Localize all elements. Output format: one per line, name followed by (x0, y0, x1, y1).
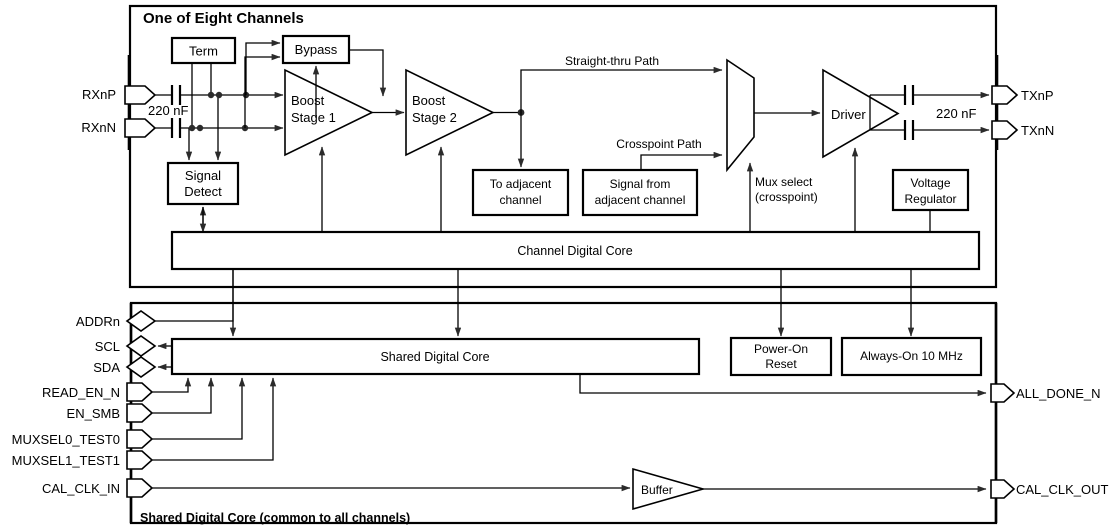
junction-dot (207, 91, 215, 99)
pin-txnn[interactable] (991, 120, 1019, 140)
pin-cal-clk-out-label: CAL_CLK_OUT (1016, 482, 1109, 497)
wire-read-en-n-to-core (152, 377, 192, 393)
block-shared-digital-core[interactable] (170, 337, 701, 376)
block-signal-detect-label2: Detect (184, 184, 222, 199)
block-voltage-regulator[interactable] (891, 168, 970, 212)
pin-read-en-n[interactable] (126, 382, 154, 402)
pin-scl[interactable] (125, 335, 157, 357)
diagram-title: One of Eight Channels (143, 10, 304, 27)
block-always-on-10mhz[interactable] (840, 336, 983, 377)
pin-muxsel0-test0[interactable] (126, 429, 154, 449)
wire-crosspoint-path (640, 151, 723, 170)
pin-rxnp-label: RXnP (82, 87, 116, 102)
pin-all-done-n-label: ALL_DONE_N (1016, 386, 1101, 401)
pin-scl-label: SCL (95, 339, 120, 354)
block-buffer-label: Buffer (641, 483, 673, 497)
pin-muxsel1-test1[interactable] (126, 450, 154, 470)
block-shared-digital-core-label: Shared Digital Core (380, 350, 489, 364)
cap-in-label: 220 nF (148, 103, 189, 118)
cap-out-label: 220 nF (936, 106, 977, 121)
pin-addrn[interactable] (125, 310, 157, 332)
block-bypass[interactable] (281, 34, 351, 65)
block-signal-detect[interactable] (166, 161, 240, 206)
junction-dot (188, 124, 196, 132)
pin-muxsel0-test0-label: MUXSEL0_TEST0 (12, 432, 120, 447)
pin-rxnn-label: RXnN (81, 120, 116, 135)
pin-addrn-label: ADDRn (76, 314, 120, 329)
wire-bypass-in-top (245, 39, 281, 95)
label-mux-select-2: (crosspoint) (755, 190, 818, 204)
pin-read-en-n-label: READ_EN_N (42, 385, 120, 400)
block-to-adjacent-label2: channel (499, 193, 541, 207)
shared-frame (129, 301, 998, 525)
wire-muxsel0-to-core (152, 377, 246, 440)
label-crosspoint-path: Crosspoint Path (616, 137, 701, 151)
pin-txnn-label: TXnN (1021, 123, 1054, 138)
block-power-on-reset[interactable] (729, 336, 833, 377)
block-buffer[interactable] (632, 467, 706, 511)
pin-en-smb[interactable] (126, 403, 154, 423)
block-always-on-label: Always-On 10 MHz (860, 349, 963, 363)
block-to-adjacent-channel[interactable] (471, 168, 570, 217)
block-boost2-label1: Boost (412, 93, 446, 108)
block-channel-digital-core-label: Channel Digital Core (517, 244, 632, 258)
block-driver-label: Driver (831, 107, 866, 122)
pin-sda[interactable] (125, 356, 157, 378)
junction-dot (196, 124, 204, 132)
block-voltage-regulator-label2: Regulator (904, 192, 956, 206)
label-mux-select-1: Mux select (755, 175, 813, 189)
diagram-subtitle: Shared Digital Core (common to all chann… (140, 511, 410, 525)
pin-sda-label: SDA (93, 360, 120, 375)
pin-en-smb-label: EN_SMB (67, 406, 120, 421)
block-boost1-label1: Boost (291, 93, 325, 108)
pin-cal-clk-in[interactable] (126, 478, 154, 498)
block-crosspoint-mux[interactable] (726, 58, 755, 173)
block-signal-detect-label1: Signal (185, 168, 221, 183)
block-driver[interactable] (822, 68, 900, 159)
block-to-adjacent-label1: To adjacent (490, 177, 552, 191)
block-power-on-reset-label2: Reset (765, 357, 797, 371)
label-straight-thru-path: Straight-thru Path (565, 54, 659, 68)
wire-muxsel1-to-core (152, 377, 277, 461)
block-boost-stage-2[interactable] (405, 68, 495, 157)
pin-rxnp[interactable] (124, 85, 157, 105)
wire-core-to-addrn (140, 269, 234, 325)
pin-txnp-label: TXnP (1021, 88, 1054, 103)
pin-cal-clk-in-label: CAL_CLK_IN (42, 481, 120, 496)
block-signal-from-label2: adjacent channel (595, 193, 686, 207)
block-boost-stage-1[interactable] (284, 68, 374, 157)
pin-muxsel1-test1-label: MUXSEL1_TEST1 (12, 453, 120, 468)
wire-bypass-in-bot (244, 53, 281, 128)
block-term[interactable] (170, 36, 237, 65)
block-boost1-label2: Stage 1 (291, 110, 336, 125)
junction-dot (215, 91, 223, 99)
pin-rxnn[interactable] (124, 118, 157, 138)
pin-cal-clk-out[interactable] (990, 479, 1016, 499)
wire-shared-core-to-all-done (579, 374, 987, 397)
wire-straight-thru-path (520, 66, 723, 113)
pin-all-done-n[interactable] (990, 383, 1016, 403)
block-bypass-label: Bypass (295, 42, 338, 57)
block-term-label: Term (189, 44, 218, 59)
block-voltage-regulator-label1: Voltage (910, 176, 950, 190)
block-signal-from-label1: Signal from (610, 177, 671, 191)
block-boost2-label2: Stage 2 (412, 110, 457, 125)
block-channel-digital-core[interactable] (170, 230, 981, 271)
block-signal-from-adjacent[interactable] (581, 168, 699, 217)
wire-bypass-out (349, 49, 387, 97)
block-power-on-reset-label1: Power-On (754, 342, 808, 356)
pin-txnp[interactable] (991, 85, 1019, 105)
wire-en-smb-to-core (152, 377, 215, 414)
